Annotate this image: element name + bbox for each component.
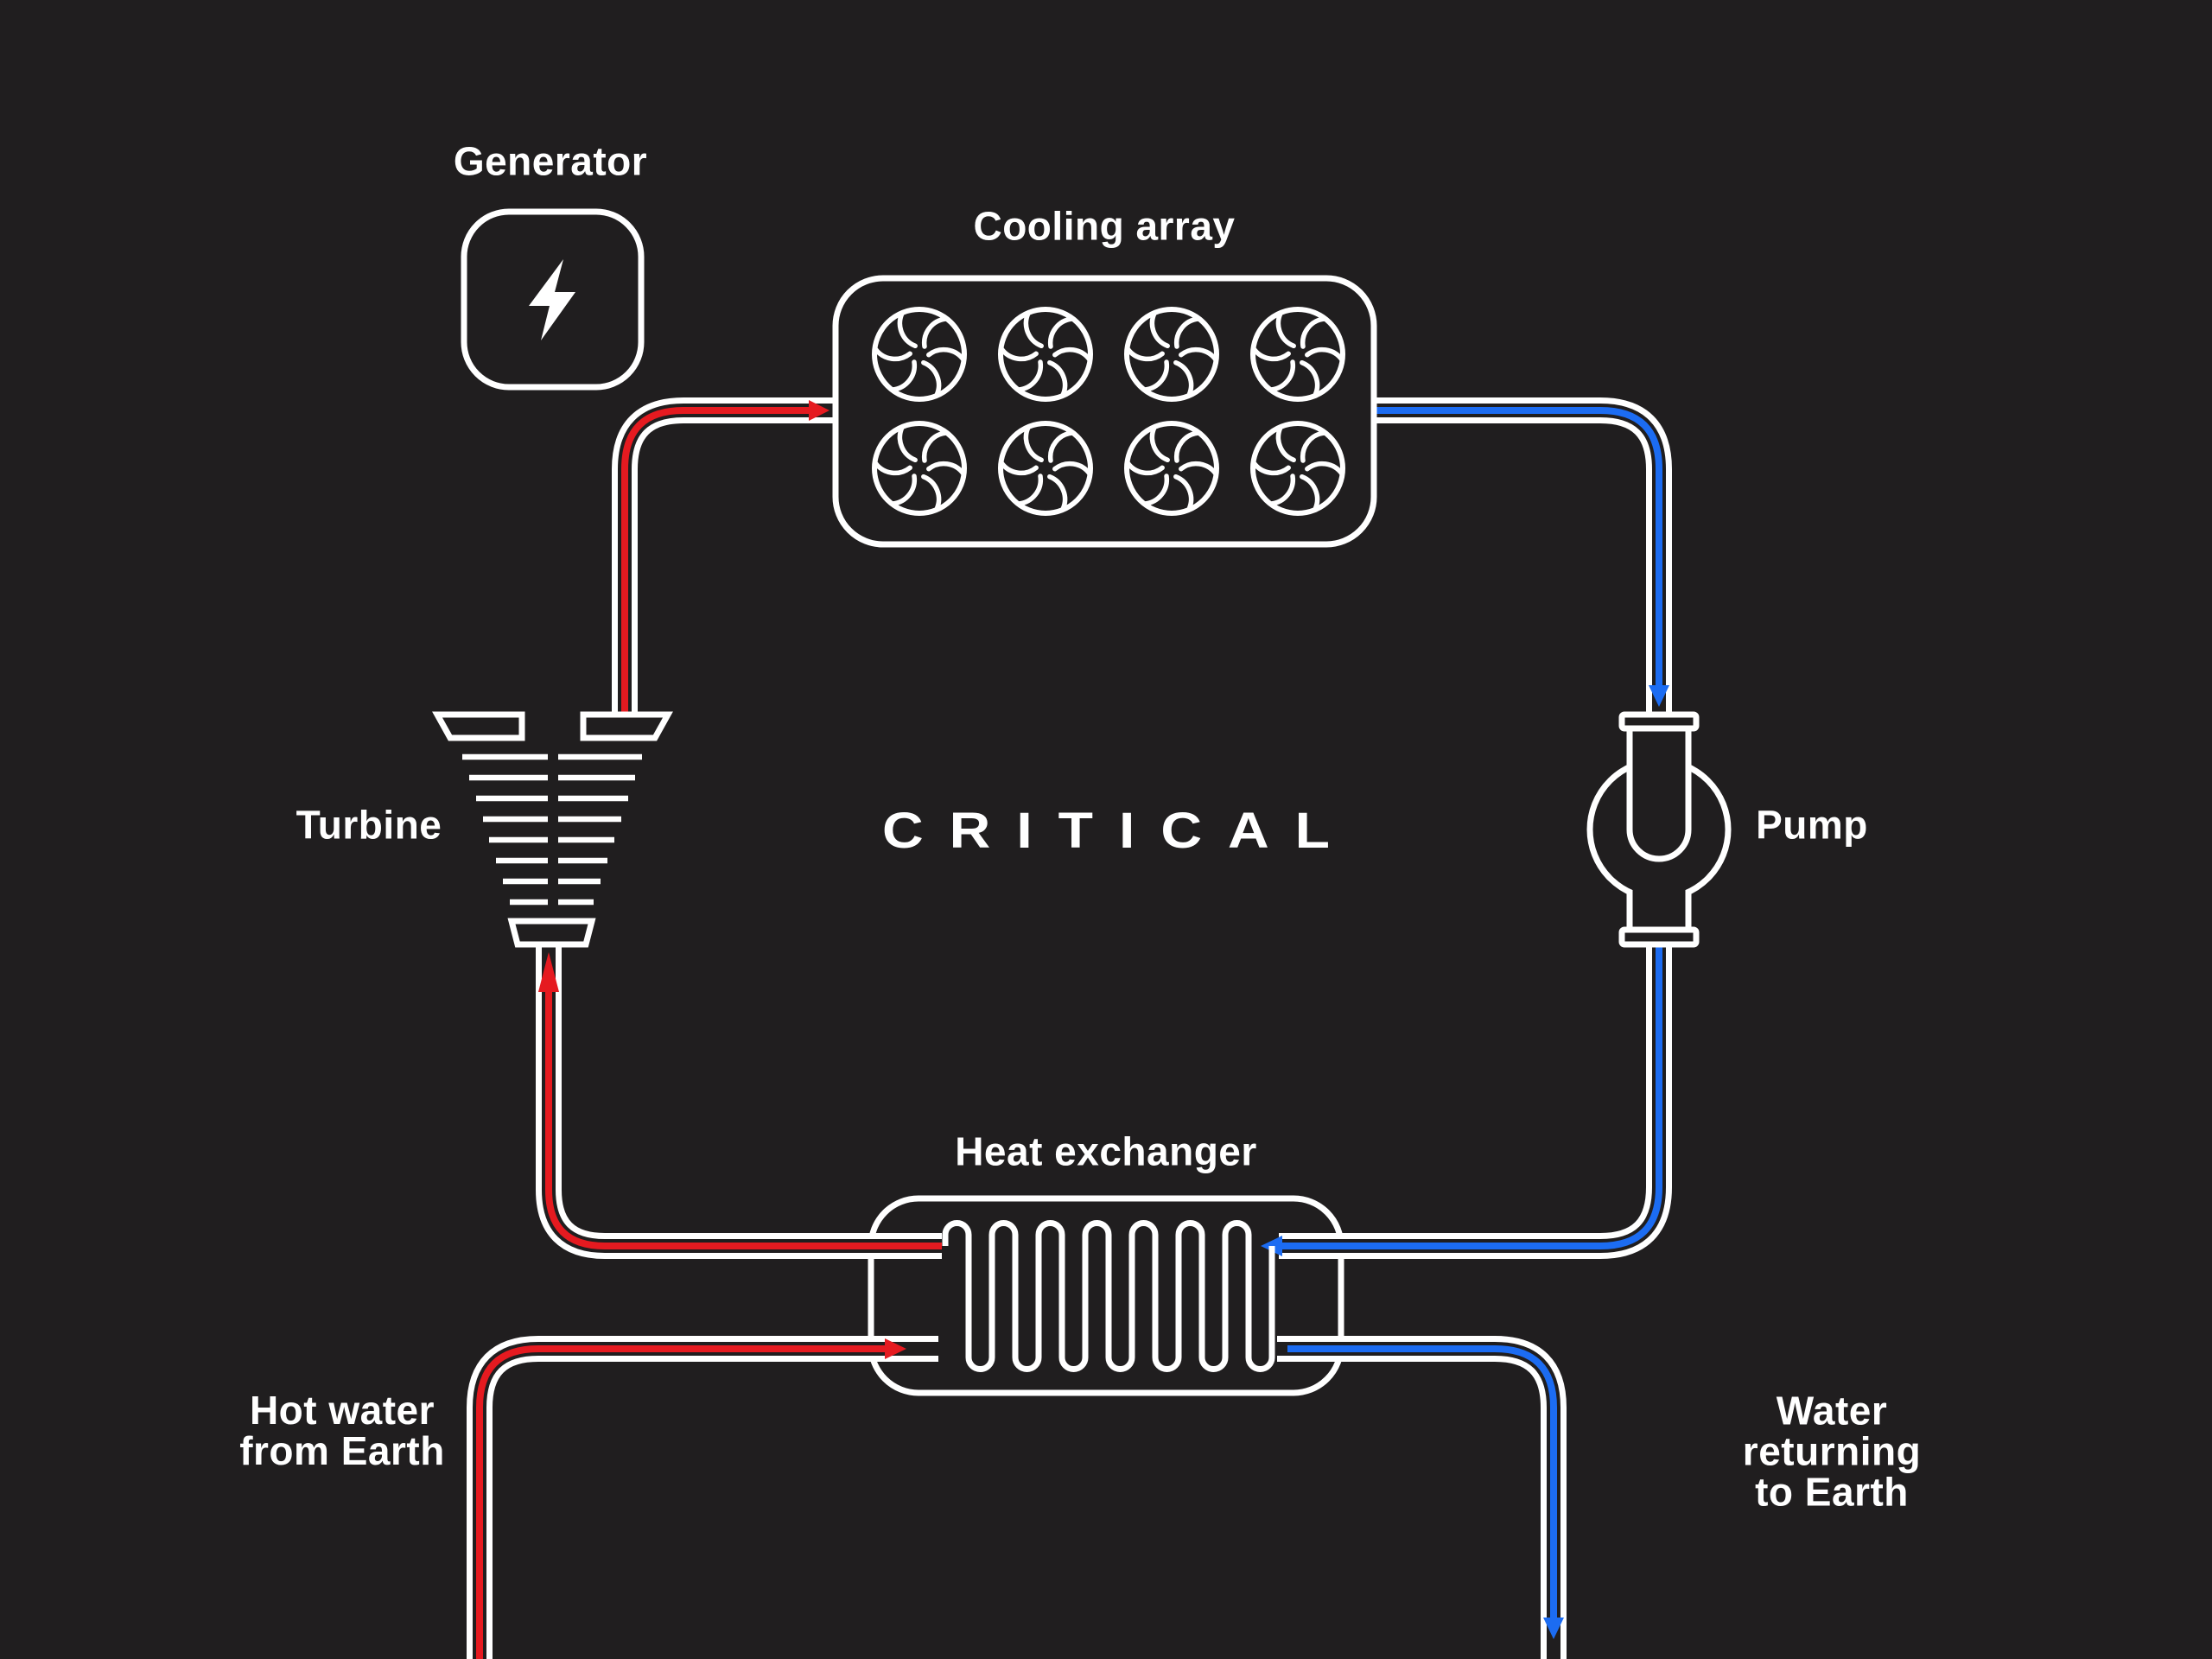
flow-arrow-earth-inlet: [885, 1338, 906, 1359]
pump-outlet-mask: [1632, 888, 1686, 931]
exchanger-coil: [942, 1220, 1275, 1372]
cooling-array: [832, 275, 1377, 548]
pipe-exchanger-to-turbine: [536, 944, 942, 1259]
hot-water-label: Hot water from Earth: [239, 1388, 445, 1473]
cooling-fan-icon: [872, 307, 967, 402]
cooling-fan-icon: [998, 421, 1093, 516]
generator: [461, 208, 645, 923]
heat-exchanger-box: [868, 1195, 1344, 1396]
flow-arrow-up-into-turbine: [538, 952, 559, 992]
heat-exchanger: [868, 1195, 1344, 1396]
cooling-fan-icon: [1250, 421, 1345, 516]
cooling-fan-icon: [1124, 307, 1219, 402]
turbine-label: Turbine: [296, 802, 442, 848]
cooling-fan-icon: [1250, 307, 1345, 402]
pipe-turbine-to-cooling: [612, 397, 833, 717]
heat-exchanger-label: Heat exchanger: [955, 1128, 1257, 1174]
turbine-stator-left: [432, 711, 525, 741]
turbine-blades: [462, 753, 642, 906]
turbine-stator-right: [580, 711, 673, 741]
flow-arrow-down-into-pump: [1649, 685, 1669, 707]
pipe-earth-inlet: [467, 1336, 938, 1659]
generator-label: Generator: [453, 138, 648, 184]
flow-arrow-earth-outlet: [1543, 1618, 1564, 1639]
cooling-fan-icon: [1124, 421, 1219, 516]
critical-logo: CRITICAL: [882, 802, 1356, 859]
pump-inlet-tube: [1626, 728, 1692, 862]
cooling-fan-icon: [998, 307, 1093, 402]
pump: [1586, 711, 1732, 948]
cooling-array-box: [832, 275, 1377, 548]
lightning-icon: [529, 259, 575, 340]
pump-flange-top: [1618, 711, 1700, 732]
pump-outlet-neck: [1626, 890, 1692, 931]
turbine: [432, 711, 673, 948]
cooling-fan-icon: [872, 421, 967, 516]
water-return-label: Water returning to Earth: [1742, 1388, 1922, 1515]
pump-label: Pump: [1756, 802, 1868, 848]
pipe-earth-outlet: [1277, 1336, 1567, 1659]
pipe-pump-to-exchanger: [1261, 944, 1672, 1259]
flow-arrow-into-cooling-array: [809, 400, 830, 421]
pump-flange-bottom: [1618, 926, 1700, 948]
turbine-exhaust-block: [507, 918, 596, 948]
cooling-array-label: Cooling array: [973, 203, 1236, 249]
pipe-cooling-to-pump: [1376, 397, 1672, 715]
